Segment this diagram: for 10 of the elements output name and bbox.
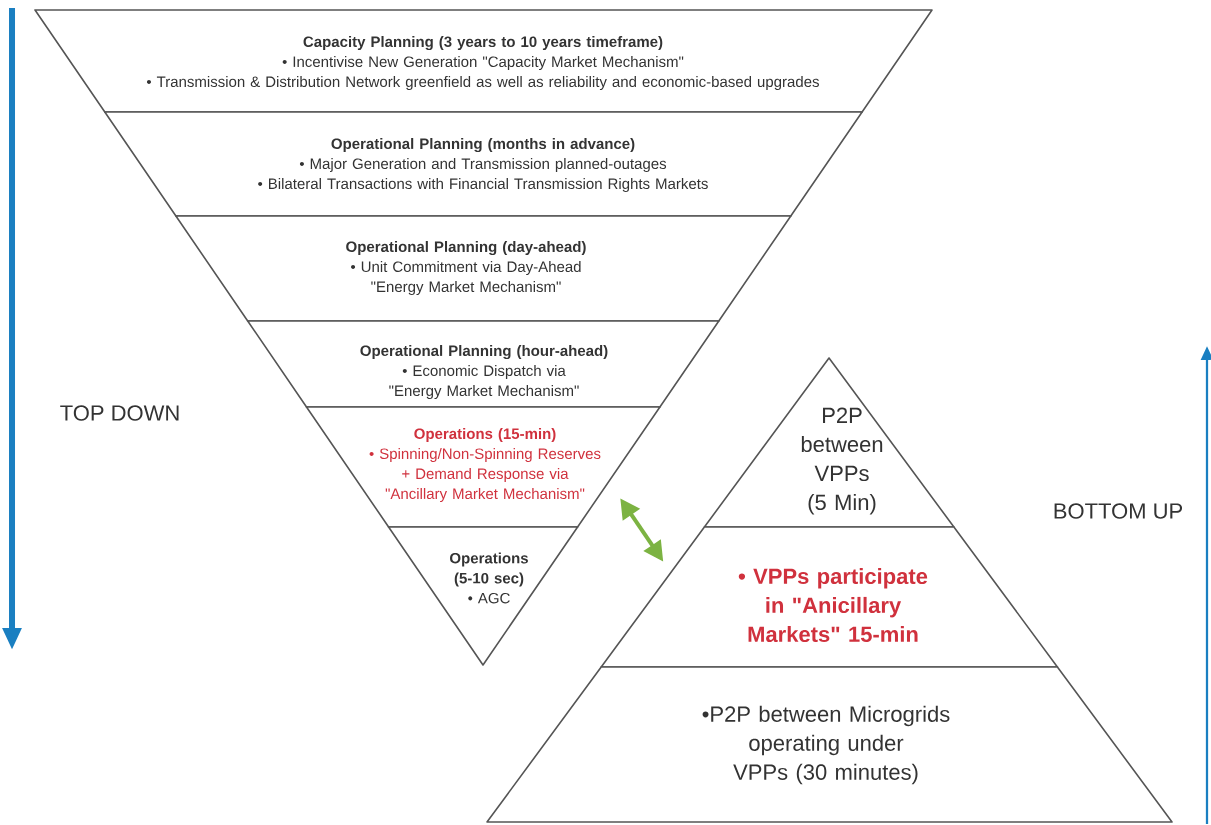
- band: Operational Planning (hour-ahead) • Economic Dispatch via "Energy Market Mechanism": [246, 320, 720, 408]
- band: • VPPs participate in "Anicillary Markets" 15-min: [600, 526, 1059, 668]
- band: Capacity Planning (3 years to 10 years timeframe) • Incentivise New Generation "Capacity Market Mechanism" • Transmission & Distribution Network greenfield as well as reliability and economic-based upgrades: [34, 9, 933, 113]
- direction-label: TOP DOWN: [60, 405, 179, 421]
- band: Operations (15-min) • Spinning/Non-Spinning Reserves + Demand Response via "Ancillary Market Mechanism": [305, 406, 661, 528]
- band: Operational Planning (months in advance) • Major Generation and Transmission planned-outages • Bilateral Transactions with Financial Transmission Rights Markets: [104, 111, 863, 217]
- band: Operational Planning (day-ahead) • Unit Commitment via Day-Ahead "Energy Market Mechanism": [175, 215, 792, 322]
- band: Operations (5-10 sec) • AGC: [387, 526, 579, 666]
- direction-label: BOTTOM UP: [1054, 503, 1183, 519]
- band: P2P between VPPs (5 Min): [703, 357, 955, 528]
